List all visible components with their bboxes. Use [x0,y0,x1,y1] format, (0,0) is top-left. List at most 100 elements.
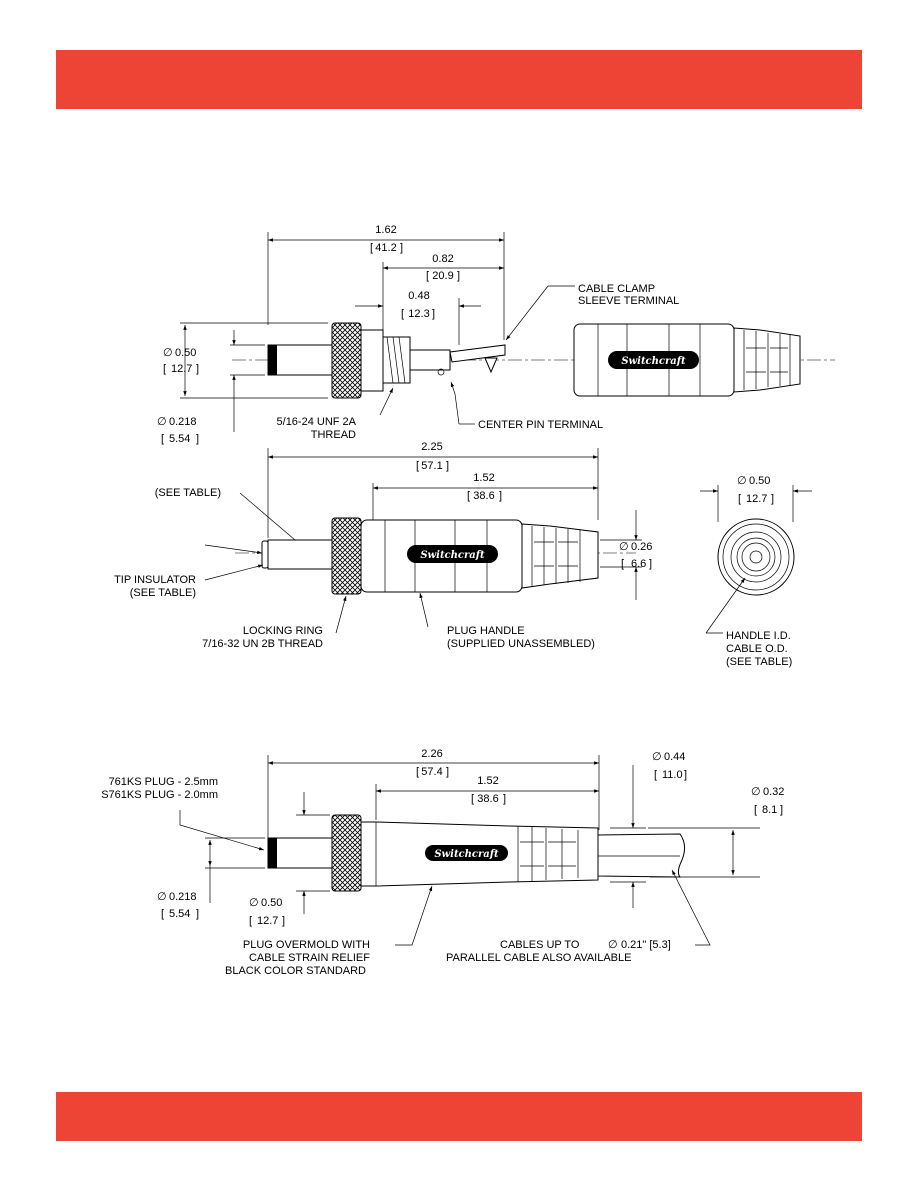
v1-dia-pin-mm: 5.54 [169,433,190,445]
v1-bracket-l3: [ [401,308,404,320]
v3-bracket-r5: ] [196,908,199,920]
v3-dia-cable: 0.32 [763,786,784,798]
end-dia: 0.50 [749,475,770,487]
brand-logo-view2: Switchcraft [420,550,485,561]
v3-bracket-r2: ] [503,793,506,805]
v2-dia-handle-mm: 6.6 [631,558,646,570]
v1-bracket-r2: ] [457,270,460,282]
v1-dim-mid-mm: 20.9 [432,270,453,282]
v2-dim-handle: 1.52 [473,472,494,484]
brand-logo-view1: Switchcraft [621,356,686,367]
v3-bracket-l5: [ [161,908,164,920]
end-label-3: (SEE TABLE) [726,656,792,668]
v3-bracket-r6: ] [282,915,285,927]
v3-label-cables-1: CABLES UP TO [500,939,580,951]
end-label-2: CABLE O.D. [726,643,788,655]
v2-dim-overall-mm: 57.1 [421,460,442,472]
v1-bracket-r1: ] [400,242,403,254]
v3-bracket-l3: [ [654,769,657,781]
v1-label-center-pin: CENTER PIN TERMINAL [478,419,603,431]
v1-label-clamp-2: SLEEVE TERMINAL [578,295,679,307]
v3-dia-symbol-2: ∅ [751,786,761,798]
v3-label-cables-2: PARALLEL CABLE ALSO AVAILABLE [446,952,631,964]
v3-bracket-l1: [ [416,766,419,778]
v3-label-plug-1: 761KS PLUG - 2.5mm [109,776,218,788]
end-dia-symbol: ∅ [737,475,747,487]
v3-dia-symbol-3: ∅ [157,891,167,903]
v1-dia-symbol-2: ∅ [157,416,167,428]
v1-dia-left-mm: 12.7 [171,363,192,375]
v1-label-thread-2: THREAD [311,429,356,441]
v1-bracket-l5: [ [161,433,164,445]
v2-bracket-r3: ] [649,558,652,570]
v3-bracket-r1: ] [446,766,449,778]
v1-bracket-l2: [ [426,270,429,282]
end-bracket-r: ] [771,493,774,505]
v1-dim-short: 0.48 [408,290,429,302]
v1-dim-mid: 0.82 [432,253,453,265]
v3-label-overmold-1: PLUG OVERMOLD WITH [243,939,370,951]
footer-band [56,1092,862,1141]
v2-label-see-table: (SEE TABLE) [155,487,221,499]
v1-label-thread-1: 5/16-24 UNF 2A [277,416,357,428]
v2-bracket-r2: ] [499,490,502,502]
v3-label-overmold-2: CABLE STRAIN RELIEF [249,952,370,964]
v1-dim-short-mm: 12.3 [408,308,429,320]
v2-bracket-l2: [ [467,490,470,502]
v3-bracket-l6: [ [249,915,252,927]
v2-bracket-r1: ] [446,460,449,472]
v2-bracket-l3: [ [621,558,624,570]
v1-dia-pin: 0.218 [169,416,197,428]
v3-dim-overall: 2.26 [421,748,442,760]
view2-assembled: Switchcraft [204,448,642,634]
v1-bracket-l1: [ [370,242,373,254]
v1-dia-symbol-1: ∅ [163,347,173,359]
v2-bracket-l1: [ [416,460,419,472]
v1-bracket-l4: [ [163,363,166,375]
v3-dia-outer-mm: 11.0 [662,769,683,781]
v2-label-tip-2: (SEE TABLE) [130,587,196,599]
v3-dia-pin-mm: 5.54 [169,908,190,920]
v3-bracket-r3: ] [684,769,687,781]
v3-dim-handle-mm: 38.6 [477,793,498,805]
v3-dia-cable-mm: 8.1 [762,804,777,816]
v2-label-ring-2: 7/16-32 UN 2B THREAD [202,638,323,650]
v1-bracket-r4: ] [196,363,199,375]
view3-overmold: Switchcraft [179,755,760,946]
v3-dia-symbol-1: ∅ [652,751,662,763]
v3-dia-ring-mm: 12.7 [257,915,278,927]
v1-bracket-r5: ] [196,433,199,445]
v3-label-plug-2: S761KS PLUG - 2.0mm [101,789,218,801]
v1-dim-overall: 1.62 [375,224,396,236]
view1-disassembled: Switchcraft [180,232,835,432]
v2-label-handle-1: PLUG HANDLE [447,625,525,637]
v2-dim-handle-mm: 38.6 [473,490,494,502]
v1-label-clamp-1: CABLE CLAMP [578,283,655,295]
v2-dia-handle: 0.26 [631,541,652,553]
v2-label-tip-1: TIP INSULATOR [114,574,196,586]
end-dia-mm: 12.7 [746,493,767,505]
end-label-1: HANDLE I.D. [726,630,791,642]
v1-dim-overall-mm: 41.2 [375,242,396,254]
v3-bracket-r4: ] [780,804,783,816]
v3-dim-overall-mm: 57.4 [421,766,442,778]
v2-dia-symbol: ∅ [619,541,629,553]
end-view [700,485,812,634]
v2-dim-overall: 2.25 [421,441,442,453]
v3-dia-outer: 0.44 [664,751,685,763]
v2-label-handle-2: (SUPPLIED UNASSEMBLED) [447,638,595,650]
v3-label-overmold-3: BLACK COLOR STANDARD [225,965,366,977]
v1-bracket-r3: ] [432,308,435,320]
v3-bracket-l4: [ [754,804,757,816]
v3-bracket-l2: [ [471,793,474,805]
v3-label-cables-dia: 0.21" [5.3] [621,939,671,951]
brand-logo-view3: Switchcraft [434,849,499,860]
v3-dia-symbol-5: ∅ [608,939,618,951]
v3-dim-handle: 1.52 [477,775,498,787]
v1-dia-left: 0.50 [175,347,196,359]
end-bracket-l: [ [738,493,741,505]
v3-dia-pin: 0.218 [169,891,197,903]
v3-dia-symbol-4: ∅ [249,897,259,909]
v2-label-ring-1: LOCKING RING [243,625,323,637]
